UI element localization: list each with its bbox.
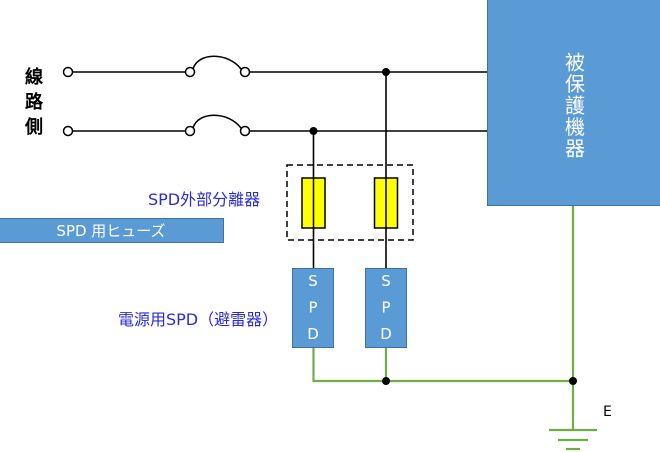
spd-unit-label: SPD xyxy=(304,272,322,352)
spd-fuse-banner-label: SPD 用ヒューズ xyxy=(56,222,166,240)
spd-fuse-banner: SPD 用ヒューズ xyxy=(0,218,224,243)
earth-wire-left xyxy=(312,348,573,383)
bottom-line-terminal xyxy=(62,125,74,137)
junction-dot-top-line xyxy=(382,68,390,76)
bottom-switch-contact-right xyxy=(239,125,251,137)
top-switch-contact-left xyxy=(184,66,196,78)
earth-junction-dot-equipment xyxy=(569,377,577,385)
spd-unit-right: SPD xyxy=(365,268,407,352)
earth-label: E xyxy=(603,404,612,420)
top-switch-blade xyxy=(192,55,242,70)
junction-dot-bottom-line xyxy=(309,127,318,135)
disconnector-group-outline xyxy=(286,164,414,241)
protected-equipment-box: 被保護機器 xyxy=(487,0,660,206)
protected-equipment-label: 被保護機器 xyxy=(561,52,586,160)
earth-junction-dot-spd xyxy=(382,377,390,385)
spd-disconnector-label: SPD外部分離器 xyxy=(148,190,261,209)
ground-symbol-icon xyxy=(549,428,597,451)
spd-unit-left: SPD xyxy=(292,268,334,352)
top-line-terminal xyxy=(62,66,74,78)
bottom-switch-blade xyxy=(192,114,242,129)
top-switch-contact-right xyxy=(239,66,251,78)
power-spd-label: 電源用SPD（避雷器） xyxy=(118,310,279,329)
line-side-label: 線路側 xyxy=(22,67,43,142)
spd-unit-label: SPD xyxy=(377,272,395,352)
bottom-switch-contact-left xyxy=(184,125,196,137)
